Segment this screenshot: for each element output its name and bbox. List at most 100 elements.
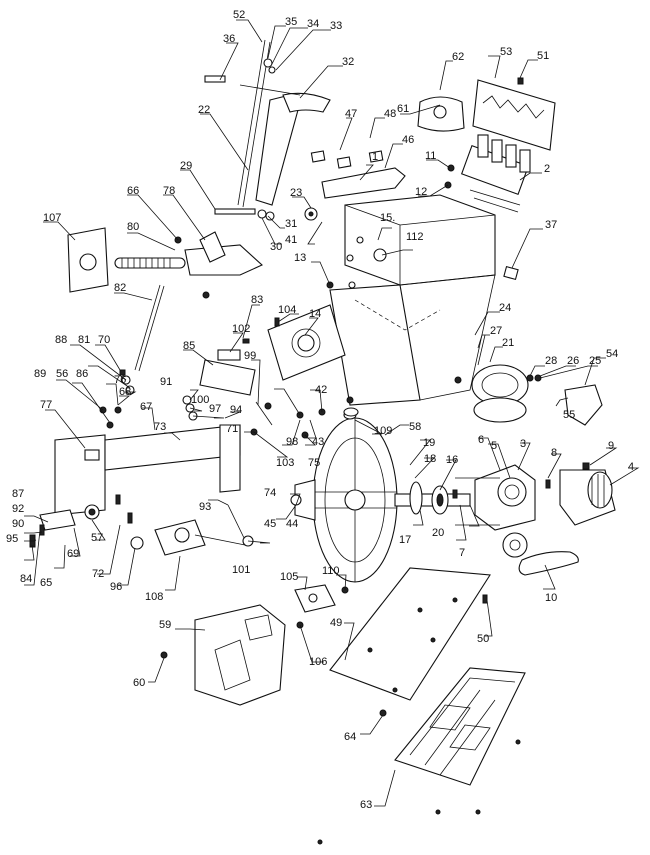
callout-17: 17 [399, 534, 411, 546]
callout-88: 88 [55, 334, 67, 346]
callout-76: 76 [114, 374, 126, 386]
callout-86: 86 [76, 368, 88, 380]
callout-90: 90 [12, 518, 24, 530]
part-main-frame [329, 194, 519, 406]
callout-66: 66 [127, 185, 139, 197]
callout-35: 35 [285, 16, 297, 28]
callout-20: 20 [432, 527, 444, 539]
callout-49: 49 [330, 617, 342, 629]
callout-65: 65 [40, 577, 52, 589]
callout-41: 41 [285, 234, 297, 246]
callout-63: 63 [360, 799, 372, 811]
callout-43: 43 [312, 436, 324, 448]
callout-42: 42 [315, 384, 327, 396]
callout-93: 93 [199, 501, 211, 513]
callout-97: 97 [209, 403, 221, 415]
callout-83: 83 [251, 294, 263, 306]
callout-109: 109 [374, 425, 392, 437]
callout-46: 46 [402, 134, 414, 146]
callout-50: 50 [477, 633, 489, 645]
part-turntable [294, 410, 398, 583]
part-base-plate [329, 567, 491, 701]
callout-104: 104 [278, 304, 296, 316]
callout-28: 28 [545, 355, 557, 367]
callout-1: 1 [372, 151, 378, 163]
callout-85: 85 [183, 340, 195, 352]
callout-100: 100 [191, 394, 209, 406]
parts-artwork [29, 39, 616, 845]
callout-9: 9 [608, 440, 614, 452]
callout-22: 22 [198, 104, 210, 116]
callout-60: 60 [133, 677, 145, 689]
callout-16: 16 [446, 454, 458, 466]
callout-12: 12 [415, 186, 427, 198]
callout-69: 69 [67, 548, 79, 560]
part-main-shaft [394, 481, 471, 515]
callout-29: 29 [180, 160, 192, 172]
callout-106: 106 [309, 656, 327, 668]
part-slide-tube [54, 424, 241, 516]
callout-36: 36 [223, 33, 235, 45]
callout-27: 27 [490, 325, 502, 337]
callout-58: 58 [409, 421, 421, 433]
callout-51: 51 [537, 50, 549, 62]
callout-48: 48 [384, 108, 396, 120]
part-guide-block [130, 504, 254, 556]
callout-103: 103 [276, 457, 294, 469]
callout-108: 108 [145, 591, 163, 603]
callout-4: 4 [628, 461, 634, 473]
callout-54: 54 [606, 348, 618, 360]
callout-89: 89 [34, 368, 46, 380]
callout-99: 99 [244, 350, 256, 362]
callout-32: 32 [342, 56, 354, 68]
callout-2: 2 [544, 163, 550, 175]
callout-72: 72 [92, 568, 104, 580]
callout-82: 82 [114, 282, 126, 294]
callout-30: 30 [270, 241, 282, 253]
callout-64: 64 [344, 731, 356, 743]
callout-98: 98 [286, 436, 298, 448]
part-bottom-frame [317, 667, 526, 845]
callout-96: 96 [110, 581, 122, 593]
callout-18: 18 [424, 453, 436, 465]
callout-91: 91 [160, 376, 172, 388]
callout-52: 52 [233, 9, 245, 21]
callout-84: 84 [20, 573, 32, 585]
callout-94: 94 [230, 404, 242, 416]
callout-78: 78 [163, 185, 175, 197]
callout-8: 8 [551, 447, 557, 459]
part-front-panel [267, 281, 356, 381]
part-cylinder-bracket [199, 349, 256, 396]
callout-10: 10 [545, 592, 557, 604]
callout-53: 53 [500, 46, 512, 58]
part-air-tank [454, 334, 603, 426]
callout-45: 45 [264, 518, 276, 530]
callout-67: 67 [140, 401, 152, 413]
part-pedal-cover [472, 77, 556, 151]
part-gearbox [455, 464, 579, 576]
part-regulator [294, 584, 349, 629]
callout-112: 112 [406, 231, 424, 243]
callout-33: 33 [330, 20, 342, 32]
part-plate-61 [417, 96, 465, 132]
part-small-hardware-upper [214, 207, 318, 221]
part-motor [559, 462, 616, 526]
callout-55: 55 [563, 409, 575, 421]
part-control-box [67, 227, 165, 372]
callout-56: 56 [56, 368, 68, 380]
callout-23: 23 [290, 187, 302, 199]
callout-5: 5 [491, 440, 497, 452]
part-clamp-brackets [310, 150, 406, 199]
callout-19: 19 [423, 437, 435, 449]
callout-14: 14 [309, 308, 321, 320]
callout-57: 57 [91, 532, 103, 544]
callout-73: 73 [154, 421, 166, 433]
callout-105: 105 [280, 571, 298, 583]
callout-110: 110 [322, 565, 340, 577]
callout-75: 75 [308, 457, 320, 469]
part-lower-left-hardware [29, 504, 100, 548]
callout-25: 25 [589, 355, 601, 367]
callout-34: 34 [307, 18, 319, 30]
callout-11: 11 [425, 150, 436, 162]
